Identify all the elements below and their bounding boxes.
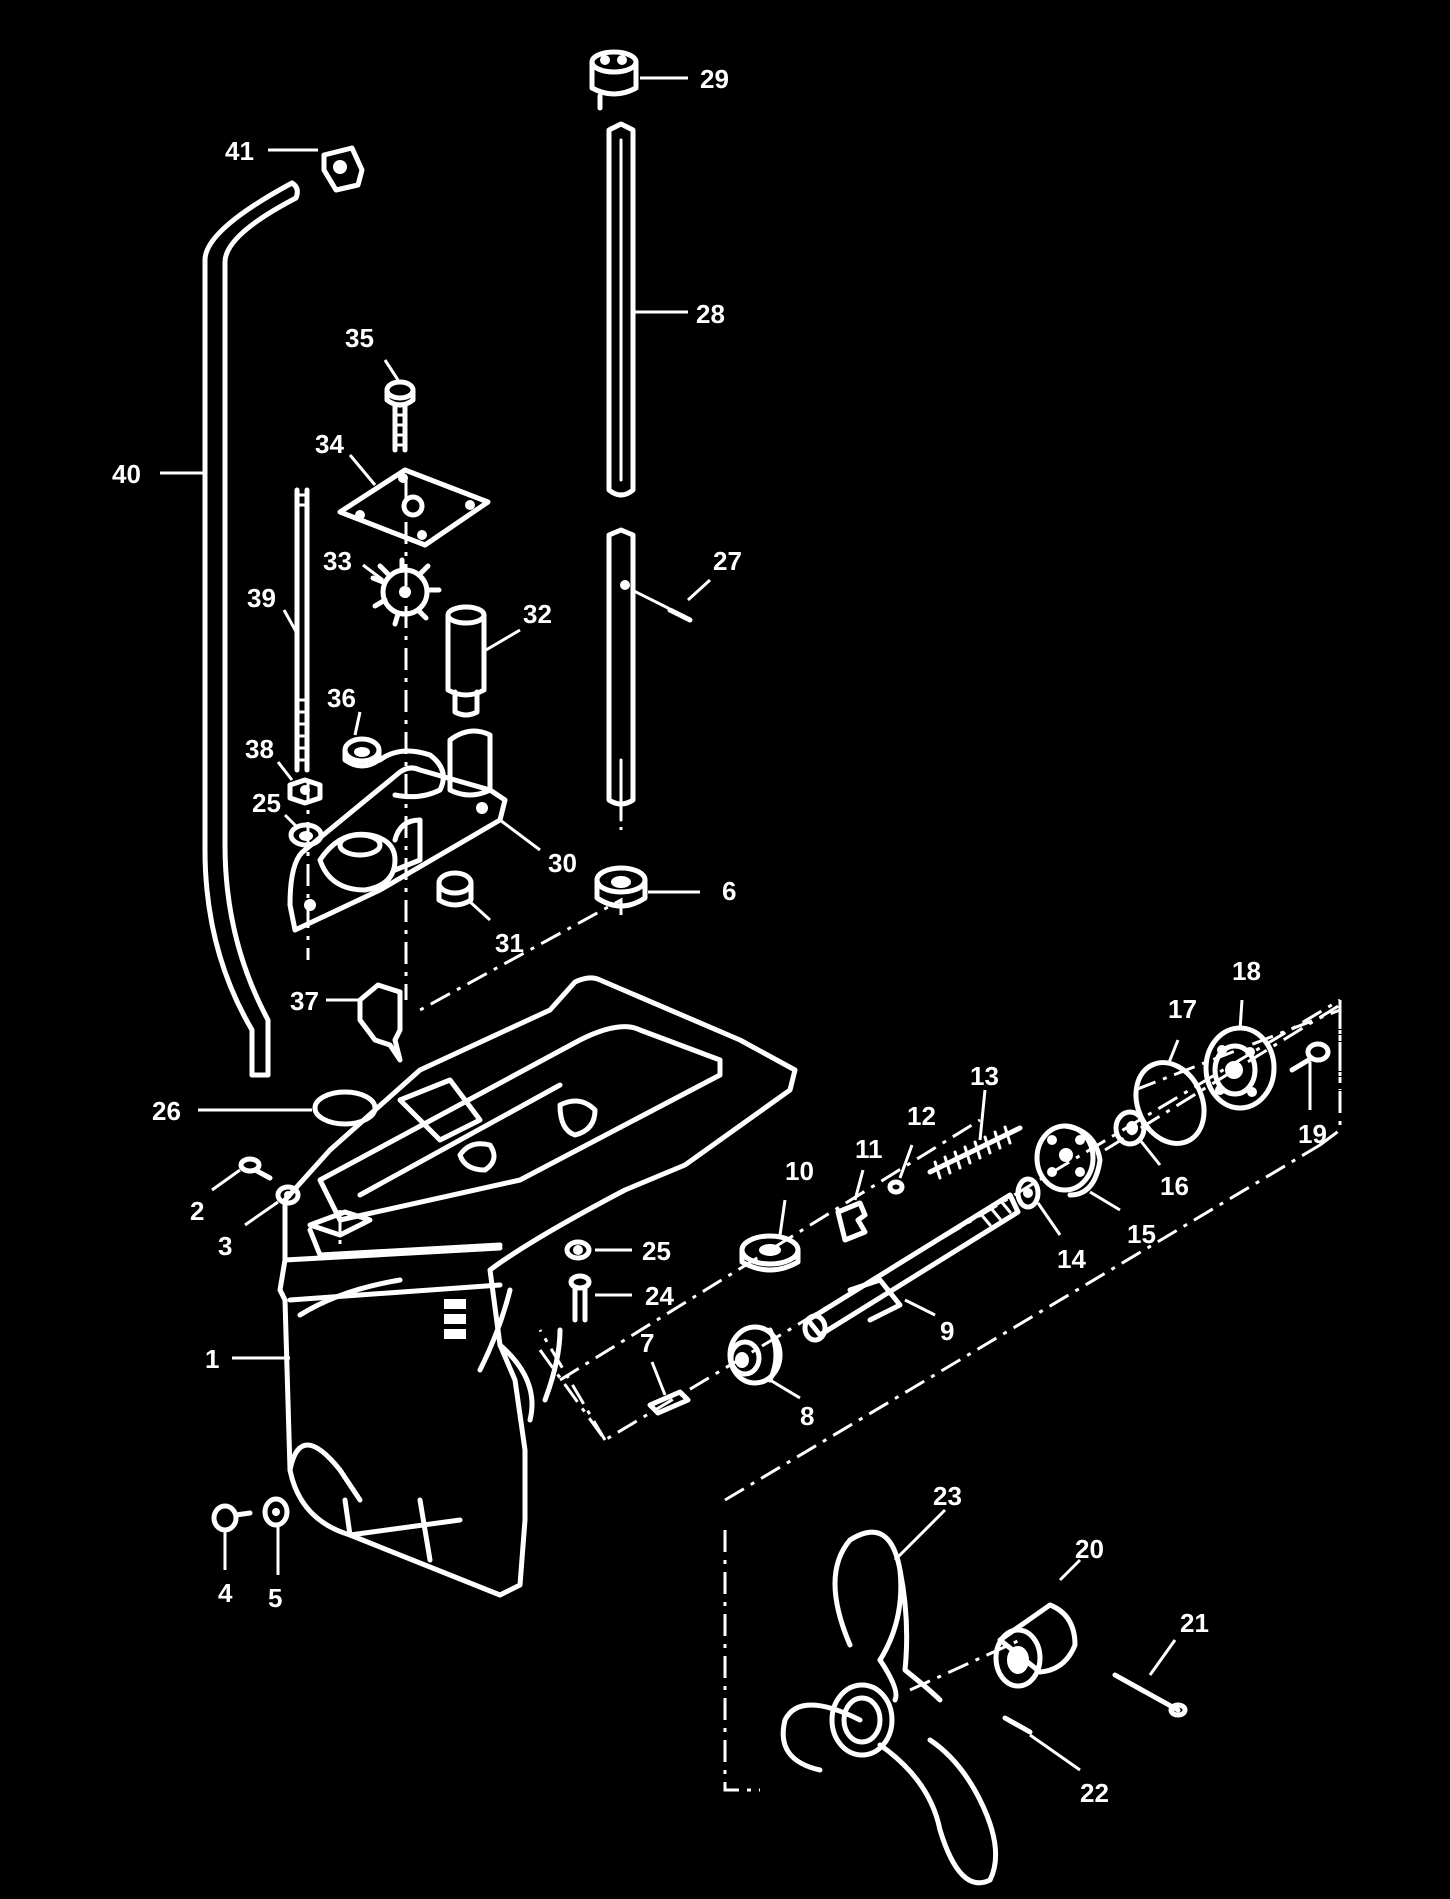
part-23-propeller xyxy=(780,1529,999,1886)
part-1-gearcase xyxy=(277,975,798,1598)
label-26: 26 xyxy=(152,1096,181,1126)
assembly-guide-lines xyxy=(306,480,1342,1792)
label-6: 6 xyxy=(722,876,736,906)
label-36: 36 xyxy=(327,683,356,713)
label-18: 18 xyxy=(1232,956,1261,986)
label-27: 27 xyxy=(713,546,742,576)
label-25-upper: 25 xyxy=(252,788,281,818)
label-33: 33 xyxy=(323,546,352,576)
part-18-retainer-cap xyxy=(1203,1025,1277,1111)
part-20-thrust-hub xyxy=(993,1602,1078,1689)
label-16: 16 xyxy=(1160,1171,1189,1201)
part-4-screw xyxy=(211,1503,253,1533)
label-34: 34 xyxy=(315,429,344,459)
label-41: 41 xyxy=(225,136,254,166)
part-6-bearing xyxy=(594,865,648,909)
part-16-seal xyxy=(1113,1109,1147,1147)
part-27-pin xyxy=(630,588,693,623)
label-2: 2 xyxy=(190,1196,204,1226)
part-15-bearing-hub xyxy=(1034,1123,1103,1198)
part-35-screw xyxy=(384,379,416,453)
label-39: 39 xyxy=(247,583,276,613)
part-7-key xyxy=(647,1389,691,1416)
part-2-screw xyxy=(238,1156,273,1181)
part-36-seal xyxy=(342,736,382,769)
label-8: 8 xyxy=(800,1401,814,1431)
part-30-pump-base xyxy=(287,728,508,933)
part-5-washer xyxy=(262,1496,290,1528)
label-29: 29 xyxy=(700,64,729,94)
part-19-screw xyxy=(1289,1041,1331,1073)
label-28: 28 xyxy=(696,299,725,329)
label-25-lower: 25 xyxy=(642,1236,671,1266)
label-37: 37 xyxy=(290,986,319,1016)
part-13-spring xyxy=(927,1125,1023,1180)
part-25-washer-lower xyxy=(564,1239,592,1261)
part-38-nut xyxy=(287,777,323,806)
label-1: 1 xyxy=(205,1344,219,1374)
label-30: 30 xyxy=(548,848,577,878)
label-22: 22 xyxy=(1080,1778,1109,1808)
label-23: 23 xyxy=(933,1481,962,1511)
drive-shaft-lower xyxy=(606,527,636,822)
part-21-cotter-pin xyxy=(1112,1672,1188,1718)
part-39-stud xyxy=(294,487,310,773)
part-17-o-ring xyxy=(1133,1060,1207,1146)
part-22-shear-pin xyxy=(1002,1715,1033,1735)
part-32-sleeve xyxy=(445,604,487,718)
part-24-bolt xyxy=(568,1273,592,1323)
part-9-prop-shaft xyxy=(802,1192,1021,1343)
label-24: 24 xyxy=(645,1281,674,1311)
label-9: 9 xyxy=(940,1316,954,1346)
label-38: 38 xyxy=(245,734,274,764)
part-10-gear xyxy=(739,1233,801,1273)
part-40-water-tube xyxy=(202,180,300,1078)
label-40: 40 xyxy=(112,459,141,489)
label-19: 19 xyxy=(1298,1119,1327,1149)
label-17: 17 xyxy=(1168,994,1197,1024)
part-14-washer xyxy=(1015,1176,1041,1210)
part-11-clutch xyxy=(835,1200,868,1243)
label-20: 20 xyxy=(1075,1534,1104,1564)
label-5: 5 xyxy=(268,1583,282,1613)
label-7: 7 xyxy=(640,1328,654,1358)
label-15: 15 xyxy=(1127,1219,1156,1249)
part-28-drive-shaft xyxy=(606,121,636,498)
label-11: 11 xyxy=(855,1134,883,1164)
part-34-plate xyxy=(337,467,491,548)
label-12: 12 xyxy=(907,1101,936,1131)
label-35: 35 xyxy=(345,323,374,353)
callout-labels: 29 28 27 6 41 40 35 34 33 32 39 36 38 25… xyxy=(112,64,1327,1808)
label-3: 3 xyxy=(218,1231,232,1261)
part-8-gear xyxy=(727,1324,783,1386)
part-29-top-cap xyxy=(589,49,639,111)
part-33-impeller xyxy=(370,557,442,627)
part-31-bushing xyxy=(436,870,474,908)
part-37-clip xyxy=(357,982,403,1063)
label-4: 4 xyxy=(218,1578,233,1608)
label-31: 31 xyxy=(495,928,524,958)
label-21: 21 xyxy=(1180,1608,1209,1638)
part-12-pin xyxy=(887,1179,905,1195)
label-10: 10 xyxy=(785,1156,814,1186)
label-13: 13 xyxy=(970,1061,999,1091)
part-41-grommet xyxy=(321,145,365,193)
label-14: 14 xyxy=(1057,1244,1086,1274)
label-32: 32 xyxy=(523,599,552,629)
